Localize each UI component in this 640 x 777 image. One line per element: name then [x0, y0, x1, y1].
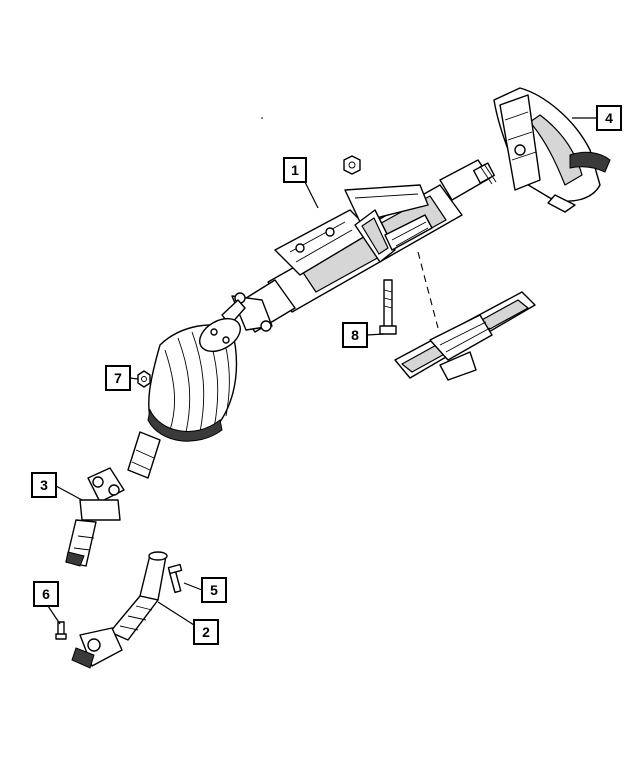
leader-line-1 — [304, 181, 319, 209]
callout-label: 8 — [351, 327, 359, 343]
steering-column-assembly-icon — [234, 155, 497, 333]
callout-2: 2 — [193, 619, 219, 645]
leader-line-3 — [55, 485, 83, 501]
leader-line-6 — [47, 605, 61, 625]
callout-label: 4 — [605, 110, 613, 126]
column-cover-shroud-icon — [493, 87, 611, 213]
callout-label: 7 — [114, 370, 122, 386]
leader-line-5 — [183, 582, 203, 591]
intermediate-shaft-icon — [71, 551, 168, 669]
stray-dot — [261, 117, 263, 119]
mounting-bolt-icon — [379, 279, 397, 335]
callout-label: 1 — [291, 162, 299, 178]
column-boot-icon — [127, 292, 273, 479]
leader-line-8 — [366, 333, 385, 336]
callout-7: 7 — [105, 365, 131, 391]
universal-joint-shaft-icon — [65, 467, 125, 567]
bolt-icon — [167, 563, 183, 594]
callout-8: 8 — [342, 322, 368, 348]
leader-line-7 — [129, 377, 139, 380]
callout-label: 2 — [202, 624, 210, 640]
callout-label: 5 — [210, 582, 218, 598]
nut-icon — [137, 370, 151, 388]
callout-4: 4 — [596, 105, 622, 131]
leader-line-2 — [157, 601, 195, 626]
callout-label: 6 — [42, 586, 50, 602]
callout-5: 5 — [201, 577, 227, 603]
callout-6: 6 — [33, 581, 59, 607]
callout-3: 3 — [31, 472, 57, 498]
pin-bolt-icon — [55, 621, 67, 640]
lower-trim-panel-icon — [394, 291, 536, 381]
callout-label: 3 — [40, 477, 48, 493]
callout-1: 1 — [283, 157, 307, 183]
alignment-dashed-line — [417, 251, 439, 329]
